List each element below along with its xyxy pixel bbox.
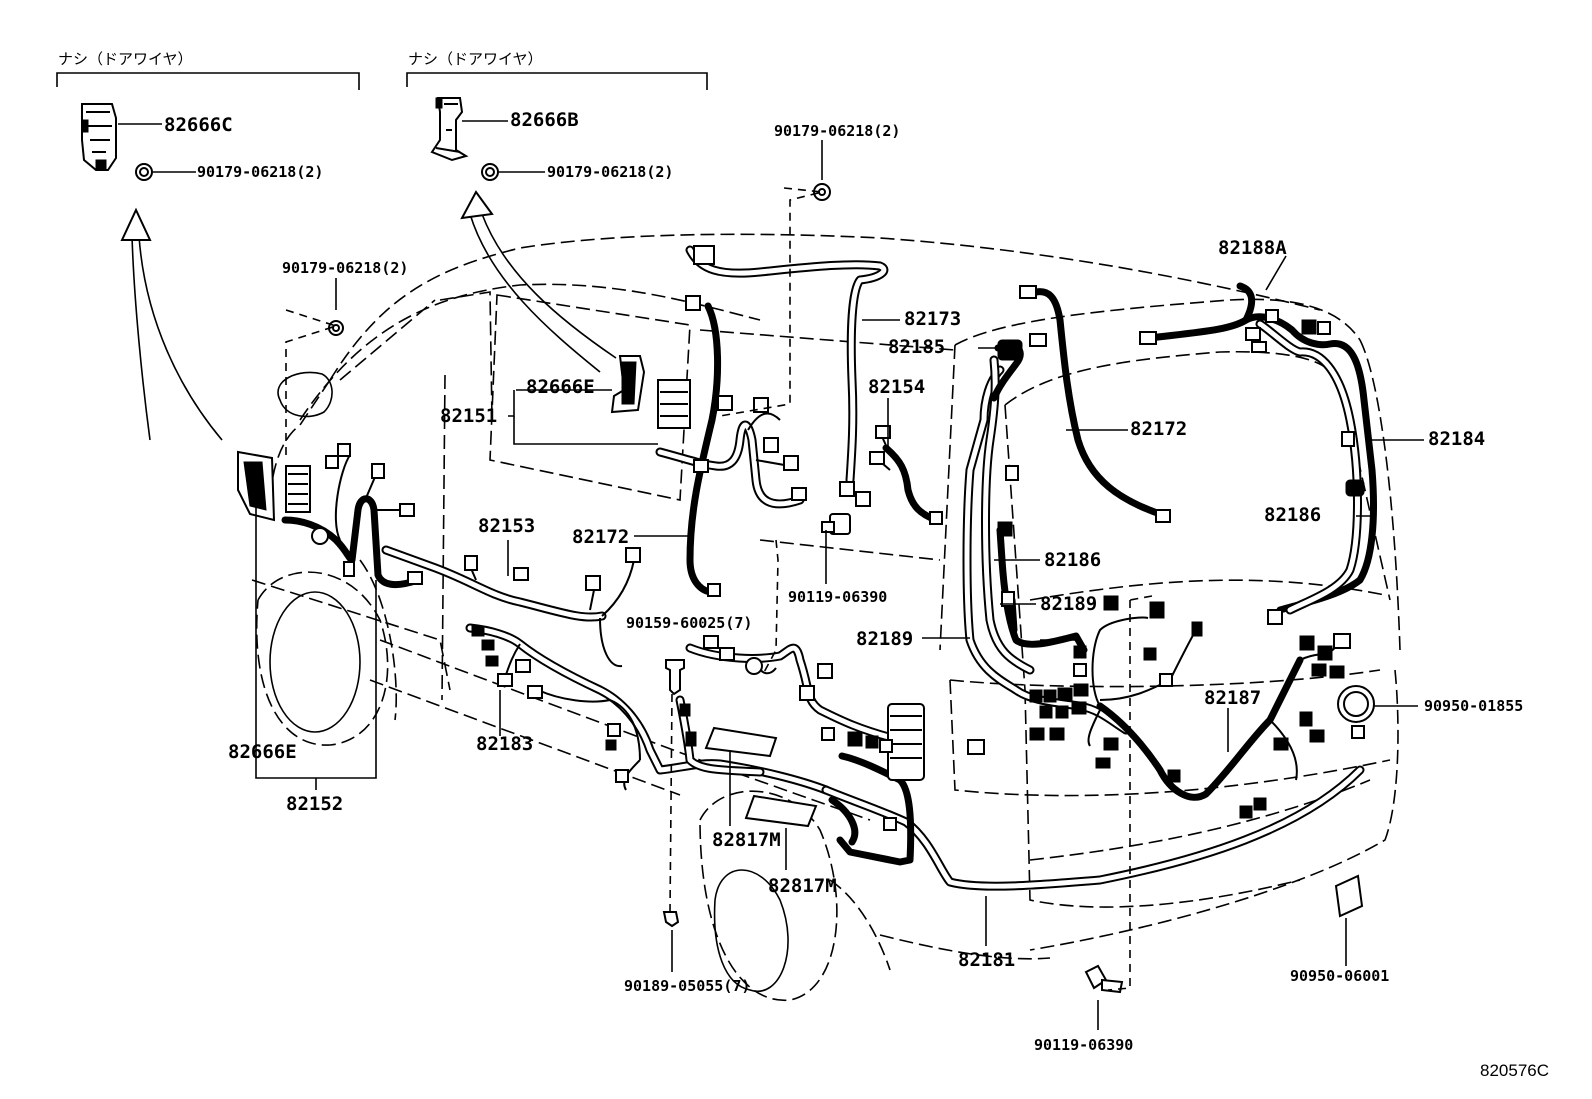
label-82186-b: 82186: [1264, 504, 1321, 526]
bolt-90119-a-icon: [821, 513, 851, 535]
inset-left: ナシ（ドアワイヤ） 82666C 90179-06218(2): [56, 50, 360, 441]
harness-82152: [237, 443, 423, 589]
harness-82188A-82184: [1139, 282, 1377, 625]
arrow-up-icon: [460, 190, 617, 373]
screw-90159-icon: [665, 659, 685, 696]
part-82666B-icon: [430, 97, 469, 162]
label-82173: 82173: [904, 308, 961, 330]
label-90159: 90159-60025(7): [626, 614, 752, 632]
label-90950-06001: 90950-06001: [1290, 967, 1389, 985]
harness-82185: [990, 333, 1047, 402]
rear-wheel: [699, 790, 891, 1001]
label-82153: 82153: [478, 515, 535, 537]
label-90189: 90189-05055(7): [624, 977, 750, 995]
harness-82181: [821, 703, 1365, 891]
label-82185: 82185: [888, 336, 945, 358]
label-90179-b: 90179-06218(2): [547, 163, 673, 181]
label-90119-b: 90119-06390: [1034, 1036, 1133, 1054]
leader-lines: [255, 140, 1424, 1030]
label-82666C: 82666C: [164, 114, 233, 136]
label-82188A: 82188A: [1218, 237, 1287, 259]
inset-right: ナシ（ドアワイヤ） 82666B 90179-06218(2): [406, 50, 708, 373]
harness-rear-floor: [675, 635, 905, 828]
label-82186-a: 82186: [1044, 549, 1101, 571]
label-82181: 82181: [958, 949, 1015, 971]
label-82183: 82183: [476, 733, 533, 755]
harness-82187: [1029, 595, 1365, 801]
label-82154: 82154: [868, 376, 925, 398]
harness-82172-side: [610, 295, 807, 597]
assembly-lines: [285, 187, 1153, 991]
label-82151: 82151: [440, 405, 497, 427]
label-82187: 82187: [1204, 687, 1261, 709]
label-90179-d: 90179-06218(2): [774, 122, 900, 140]
label-82666B: 82666B: [510, 109, 579, 131]
label-82189-b: 82189: [856, 628, 913, 650]
clip-icon: [481, 163, 499, 181]
bolt-90119-b-icon: [1084, 964, 1124, 994]
clip-icon: [135, 163, 153, 181]
label-90179-c: 90179-06218(2): [282, 259, 408, 277]
harness-82183: [465, 623, 831, 795]
label-82184: 82184: [1428, 428, 1485, 450]
label-82189-a: 82189: [1040, 593, 1097, 615]
harness-82173: [685, 245, 889, 507]
front-wheel: [255, 559, 398, 746]
diagram-id: 820576C: [1480, 1061, 1549, 1080]
label-90119-a: 90119-06390: [788, 588, 887, 606]
clip-90189-icon: [662, 911, 680, 928]
label-82152: 82152: [286, 793, 343, 815]
arrow-up-icon: [120, 207, 223, 441]
grommet-90950-01855-icon: [1337, 685, 1375, 723]
label-82666E-bottom: 82666E: [228, 741, 297, 763]
label-82666E-top: 82666E: [526, 376, 595, 398]
plug-90950-06001-icon: [1334, 874, 1364, 918]
harness-82172-hatch: [1019, 285, 1171, 523]
harness-82153: [381, 545, 641, 668]
label-82172-b: 82172: [1130, 418, 1187, 440]
part-labels: 90179-06218(2) 90179-06218(2) 82666E 821…: [228, 122, 1549, 1080]
part-82666C-icon: [81, 103, 117, 171]
label-90179-a: 90179-06218(2): [197, 163, 323, 181]
label-82172-a: 82172: [572, 526, 629, 548]
label-82817M-b: 82817M: [768, 875, 837, 897]
inset-left-note: ナシ（ドアワイヤ）: [58, 50, 193, 68]
harness-82154: [869, 425, 943, 525]
label-90950-01855: 90950-01855: [1424, 697, 1523, 715]
inset-right-note: ナシ（ドアワイヤ）: [408, 50, 543, 68]
label-82817M-a: 82817M: [712, 829, 781, 851]
harness-82189: [962, 355, 1131, 735]
